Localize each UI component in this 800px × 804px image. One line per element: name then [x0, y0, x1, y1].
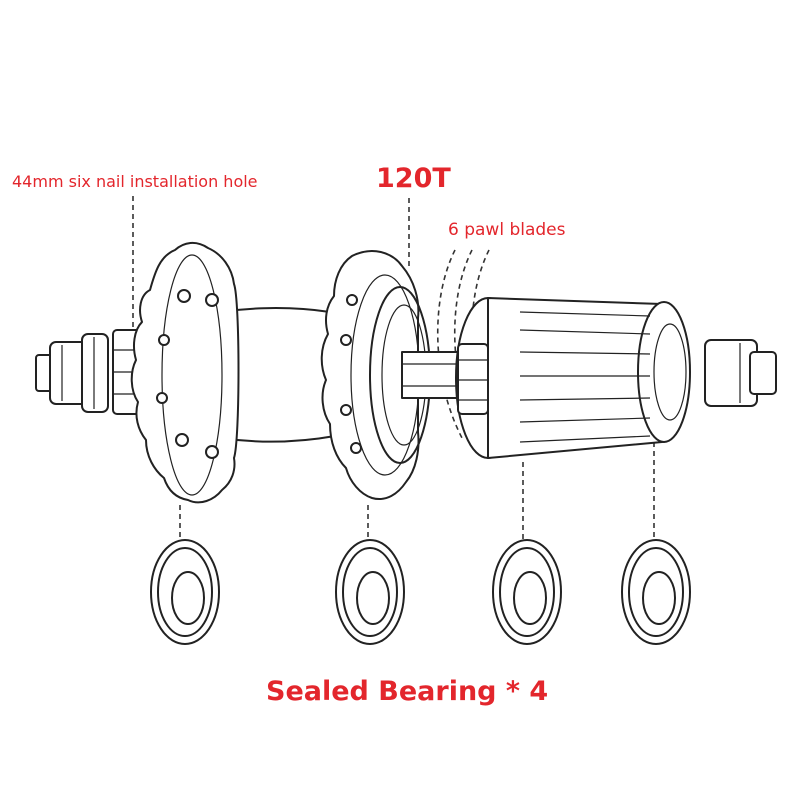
left-end-cap	[35, 333, 109, 413]
engagement-label: 120T	[376, 163, 451, 194]
bearing-3	[492, 539, 562, 645]
bearing-1	[150, 539, 220, 645]
hub-shell	[130, 242, 431, 504]
bearing-2	[335, 539, 405, 645]
bearing-label: Sealed Bearing * 4	[266, 676, 549, 707]
mount-hole-label: 44mm six nail installation hole	[12, 172, 258, 191]
leader-pawl-2	[453, 249, 480, 439]
leader-pawl-1	[436, 249, 463, 439]
pawl-label: 6 pawl blades	[448, 220, 566, 240]
freehub-body	[455, 297, 691, 459]
bearing-4	[621, 539, 691, 645]
axle	[401, 351, 465, 399]
right-end-cap	[704, 339, 777, 407]
